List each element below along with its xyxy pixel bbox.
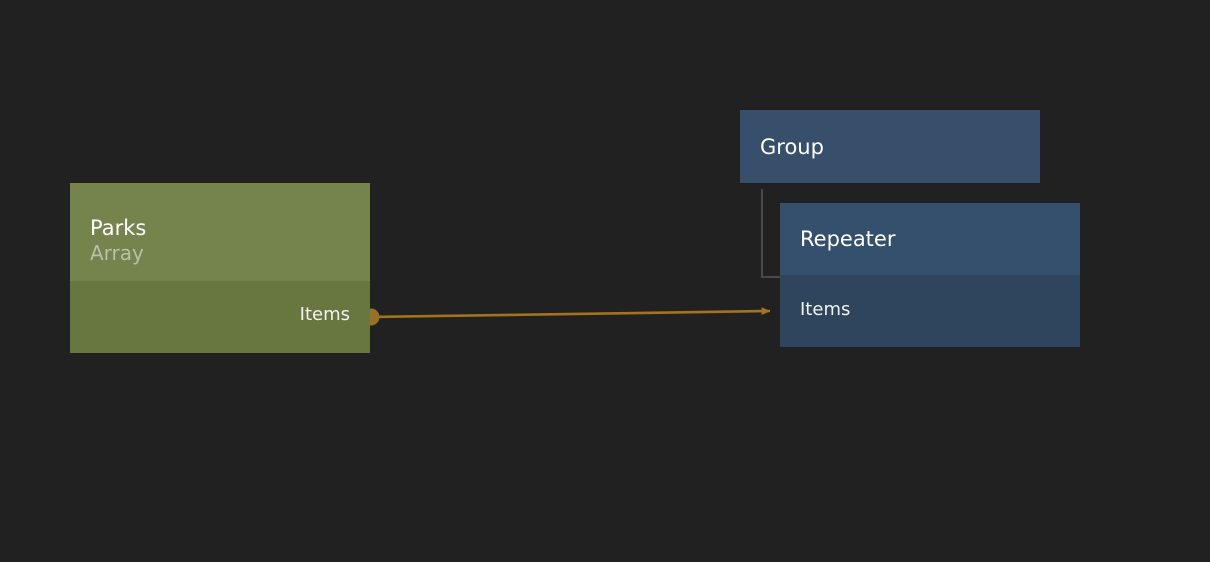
- node-group-header[interactable]: Group: [740, 110, 1040, 183]
- node-parks-header[interactable]: Parks Array: [70, 183, 370, 281]
- connection-parks-items-to-repeater-items[interactable]: [370, 307, 771, 319]
- node-group[interactable]: Group: [740, 110, 1040, 183]
- port-label-parks-items: Items: [299, 304, 350, 325]
- node-parks-title: Parks: [90, 215, 147, 240]
- port-row-repeater-items-input[interactable]: Items: [800, 299, 850, 321]
- port-label-repeater-items: Items: [800, 299, 851, 320]
- node-repeater-header[interactable]: Repeater: [780, 203, 1080, 275]
- node-parks[interactable]: Parks Array Items: [70, 183, 370, 353]
- group-repeater-tree-connector: [761, 189, 783, 278]
- node-repeater[interactable]: Repeater Items: [780, 203, 1080, 347]
- node-group-title: Group: [760, 134, 824, 159]
- port-row-parks-items-output[interactable]: Items: [300, 304, 350, 326]
- node-parks-subtitle: Array: [90, 240, 144, 265]
- node-repeater-body: Items: [780, 275, 1080, 347]
- node-repeater-title: Repeater: [800, 227, 896, 251]
- node-parks-body: Items: [70, 281, 370, 353]
